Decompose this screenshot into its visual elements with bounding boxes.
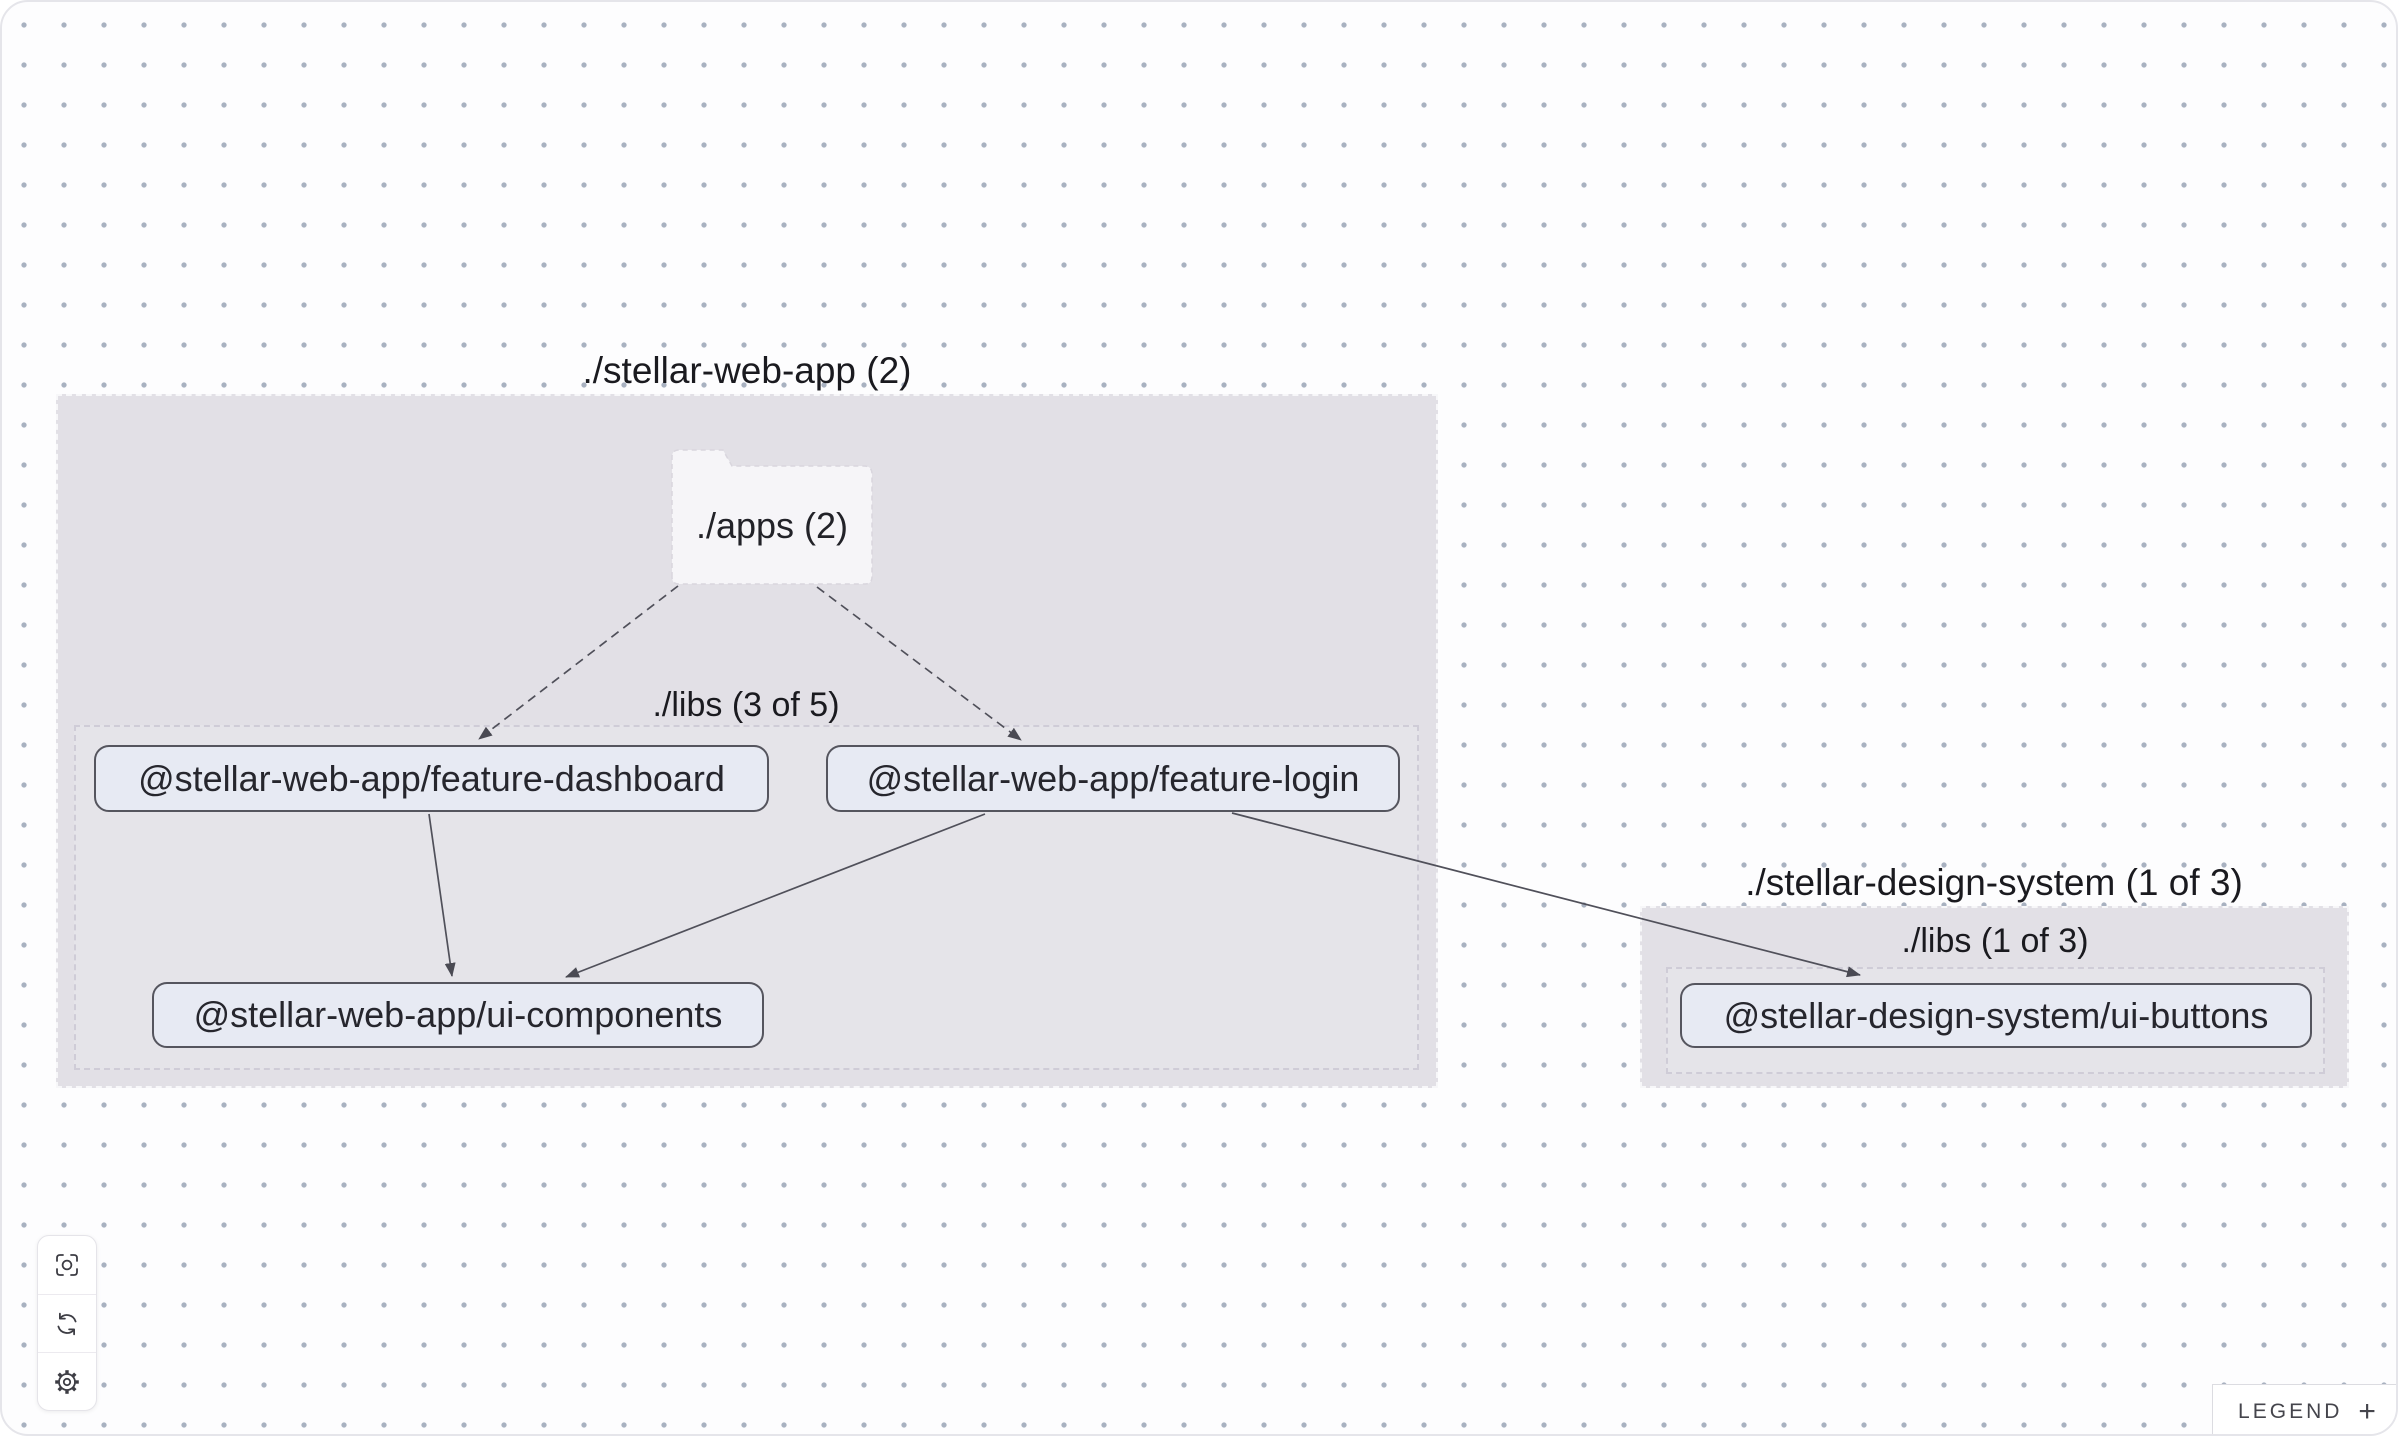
node-feature-dashboard[interactable]: @stellar-web-app/feature-dashboard bbox=[94, 745, 769, 812]
edge-feature-login-to-ui-components[interactable] bbox=[565, 813, 986, 978]
edge-feature-login-to-ui-buttons[interactable] bbox=[1231, 812, 1861, 978]
legend-label: LEGEND bbox=[2238, 1400, 2343, 1423]
refresh-button[interactable] bbox=[38, 1294, 96, 1352]
folder-label: ./apps (2) bbox=[695, 504, 849, 546]
node-ui-components[interactable]: @stellar-web-app/ui-components bbox=[152, 982, 764, 1048]
folder-icon bbox=[671, 449, 873, 585]
edge-feature-dashboard-to-ui-components[interactable] bbox=[428, 813, 456, 977]
focus-button[interactable] bbox=[38, 1236, 96, 1294]
focus-icon bbox=[56, 1254, 78, 1276]
group-label-design-system-libs: ./libs (1 of 3) bbox=[1901, 922, 2089, 960]
legend-button[interactable]: LEGEND + bbox=[2212, 1384, 2396, 1434]
group-label-stellar-design-system: ./stellar-design-system (1 of 3) bbox=[1745, 862, 2243, 903]
settings-button[interactable] bbox=[38, 1352, 96, 1410]
plus-icon: + bbox=[2358, 1395, 2376, 1428]
node-apps-folder[interactable]: ./apps (2) bbox=[671, 434, 873, 585]
edge-apps-to-feature-dashboard[interactable] bbox=[478, 585, 679, 740]
settings-gear-icon bbox=[55, 1369, 79, 1394]
node-ui-buttons[interactable]: @stellar-design-system/ui-buttons bbox=[1680, 983, 2312, 1048]
edge-apps-to-feature-login[interactable] bbox=[816, 586, 1022, 741]
graph-toolbar bbox=[37, 1235, 97, 1411]
refresh-icon bbox=[57, 1312, 77, 1335]
group-label-web-app-libs: ./libs (3 of 5) bbox=[652, 686, 840, 724]
node-feature-login[interactable]: @stellar-web-app/feature-login bbox=[826, 745, 1400, 812]
group-label-stellar-web-app: ./stellar-web-app (2) bbox=[582, 350, 912, 391]
